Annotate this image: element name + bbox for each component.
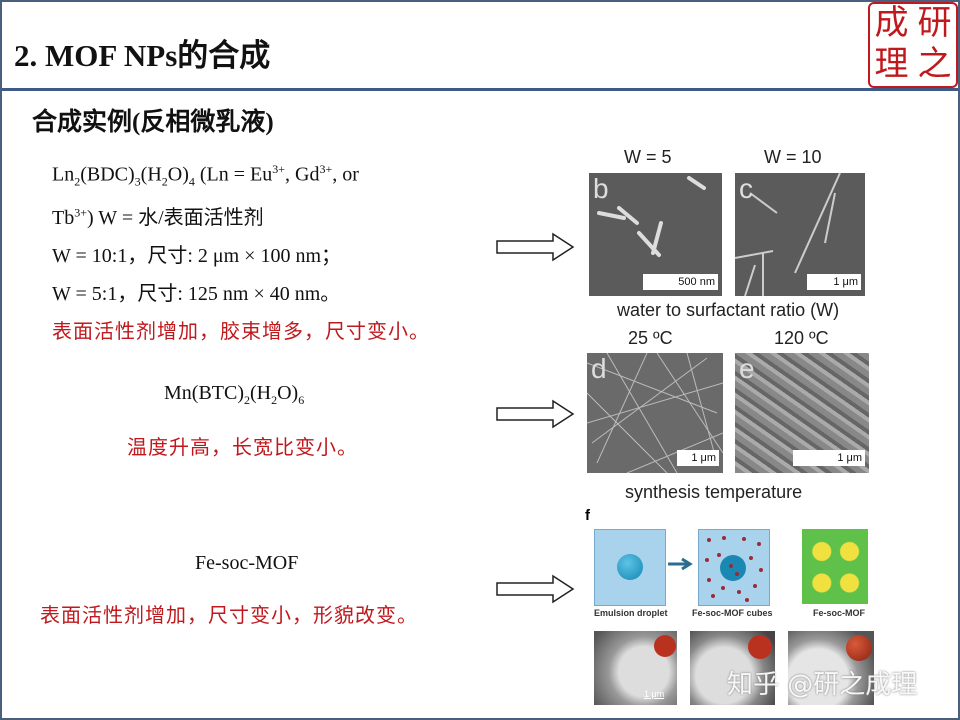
sphere-icon — [846, 635, 872, 661]
sphere-icon — [654, 635, 676, 657]
label-emulsion: Emulsion droplet — [594, 608, 668, 618]
arrow-icon — [668, 557, 693, 571]
emulsion-droplet-diagram — [594, 529, 666, 606]
example1-note: 表面活性剂增加，胶束增多，尺寸变小。 — [52, 321, 430, 343]
example2-note: 温度升高，长宽比变小。 — [127, 437, 358, 459]
example3-note: 表面活性剂增加，尺寸变小，形貌改变。 — [40, 605, 418, 627]
example3-name: Fe-soc-MOF — [195, 552, 299, 574]
label-cubes: Fe-soc-MOF cubes — [692, 608, 773, 618]
mof-structure-image — [802, 529, 868, 604]
sem-image-f3 — [788, 631, 874, 705]
mof-cubes-diagram — [698, 529, 770, 606]
caption-120c: 120 ºC — [774, 328, 829, 348]
example1-line3: W = 10:1，尺寸: 2 μm × 100 nm； — [52, 245, 342, 267]
arrow-right-icon — [496, 574, 575, 604]
scale-bar: 1 μm — [793, 450, 865, 466]
sem-image-d: d 1 μm — [587, 353, 723, 473]
seal-char: 理 — [874, 46, 909, 83]
seal-char: 研 — [917, 5, 952, 42]
section-subtitle: 合成实例(反相微乳液) — [32, 109, 274, 136]
watermark: 知乎 @研之成理 — [727, 670, 918, 700]
panel-label-f: f — [585, 507, 590, 524]
sphere-icon — [748, 635, 772, 659]
scale-bar: 500 nm — [643, 274, 718, 290]
panel-label: c — [739, 173, 753, 204]
sem-image-b: b 500 nm — [589, 173, 722, 296]
sem-image-f1: 1 μm — [594, 631, 677, 705]
example2-formula: Mn(BTC)2(H2O)6 — [164, 382, 305, 407]
caption-25c: 25 ºC — [628, 328, 673, 348]
droplet-icon — [617, 554, 643, 580]
sem-image-e: e 1 μm — [735, 353, 869, 473]
seal-char: 之 — [917, 46, 952, 83]
example1-line2: Tb3+) W = 水/表面活性剂 — [52, 205, 264, 229]
slide-title: 2. MOF NPs的合成 — [14, 38, 271, 73]
seal-char: 成 — [874, 5, 909, 42]
seal-logo: 成研 理之 — [868, 2, 958, 88]
caption-w10: W = 10 — [764, 147, 822, 167]
example1-line4: W = 5:1，尺寸: 125 nm × 40 nm。 — [52, 283, 341, 305]
label-mof: Fe-soc-MOF — [813, 608, 866, 618]
scale-bar: 1 μm — [807, 274, 861, 290]
caption-w5: W = 5 — [624, 147, 672, 167]
header-divider — [2, 88, 958, 91]
panel-label: b — [593, 173, 609, 204]
sem-image-c: c 1 μm — [735, 173, 865, 296]
scale-bar: 1 μm — [644, 689, 665, 699]
example1-line1: Ln2(BDC)3(H2O)4 (Ln = Eu3+, Gd3+, or — [52, 162, 359, 189]
arrow-right-icon — [496, 399, 575, 429]
panel-label: e — [739, 353, 755, 384]
caption-ratio: water to surfactant ratio (W) — [617, 300, 840, 320]
caption-temperature: synthesis temperature — [625, 482, 803, 502]
panel-label: d — [591, 353, 607, 384]
sem-image-f2 — [690, 631, 775, 705]
scale-bar: 1 μm — [677, 450, 719, 466]
arrow-right-icon — [496, 232, 575, 262]
